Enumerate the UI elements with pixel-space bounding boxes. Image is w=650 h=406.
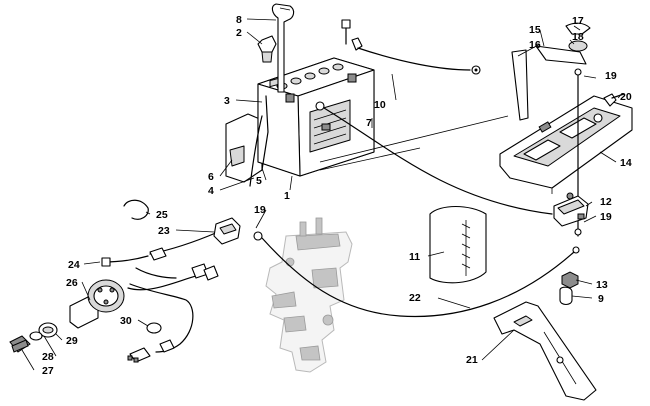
bracket-strap bbox=[511, 22, 591, 121]
callout-11: 11 bbox=[409, 251, 420, 263]
callout-numbers: 8 2 3 6 4 5 1 10 7 15 16 17 18 19 20 14 … bbox=[42, 14, 632, 377]
washer-19 bbox=[574, 228, 582, 236]
callout-28: 28 bbox=[42, 351, 54, 363]
callout-9: 9 bbox=[598, 293, 604, 305]
callout-27: 27 bbox=[42, 365, 54, 377]
callout-24: 24 bbox=[68, 259, 80, 271]
callout-15: 15 bbox=[529, 24, 541, 36]
callout-25: 25 bbox=[156, 209, 168, 221]
battery-bracket bbox=[225, 113, 263, 183]
engine-ghost bbox=[265, 217, 353, 373]
callout-8: 8 bbox=[236, 14, 242, 26]
switch-nut bbox=[38, 322, 58, 338]
positive-cable bbox=[315, 101, 553, 215]
wiring-harness bbox=[101, 217, 241, 353]
callout-1: 1 bbox=[284, 190, 290, 202]
battery bbox=[257, 57, 375, 177]
callout-18: 18 bbox=[572, 31, 584, 43]
callout-6: 6 bbox=[208, 171, 214, 183]
terminal-bolt bbox=[341, 19, 351, 45]
terminal-boot bbox=[271, 3, 295, 93]
starter-cable bbox=[253, 231, 580, 318]
battery-tray bbox=[499, 95, 633, 194]
callout-4: 4 bbox=[208, 185, 214, 197]
ignition-switch bbox=[69, 279, 125, 329]
callout-12: 12 bbox=[600, 196, 612, 208]
grommet bbox=[146, 322, 162, 334]
callout-29: 29 bbox=[66, 335, 78, 347]
nut-9 bbox=[559, 286, 573, 306]
callout-5: 5 bbox=[256, 175, 262, 187]
callout-23: 23 bbox=[158, 225, 170, 237]
vent-tube bbox=[249, 115, 263, 187]
callout-14: 14 bbox=[620, 157, 632, 169]
mount-bracket bbox=[493, 301, 597, 401]
heat-shield bbox=[429, 205, 487, 284]
callout-10: 10 bbox=[374, 99, 386, 111]
guide-lines bbox=[319, 115, 509, 171]
callout-30: 30 bbox=[120, 315, 132, 327]
negative-cable bbox=[351, 37, 481, 75]
callout-21: 21 bbox=[466, 354, 478, 366]
callout-16: 16 bbox=[529, 39, 541, 51]
callout-20: 20 bbox=[620, 91, 632, 103]
harness-plug bbox=[127, 347, 151, 363]
battery-cells bbox=[269, 63, 344, 90]
callout-19-top: 19 bbox=[605, 70, 617, 82]
starter-solenoid bbox=[553, 192, 589, 227]
screw-20 bbox=[603, 93, 625, 107]
ignition-key bbox=[9, 335, 31, 353]
switch-washer bbox=[29, 331, 43, 341]
callout-13: 13 bbox=[596, 279, 608, 291]
callout-2: 2 bbox=[236, 27, 242, 39]
callout-3: 3 bbox=[224, 95, 230, 107]
callout-19-mid: 19 bbox=[600, 211, 612, 223]
leader-lines bbox=[21, 18, 621, 371]
callout-7: 7 bbox=[366, 117, 372, 129]
callout-19-left: 19 bbox=[254, 204, 266, 216]
nut-13 bbox=[561, 271, 579, 289]
callout-17: 17 bbox=[572, 15, 584, 27]
callout-22: 22 bbox=[409, 292, 421, 304]
retainer-clip bbox=[123, 199, 149, 220]
fill-cap bbox=[257, 35, 277, 63]
battery-strap bbox=[261, 95, 269, 171]
callout-26: 26 bbox=[66, 277, 78, 289]
